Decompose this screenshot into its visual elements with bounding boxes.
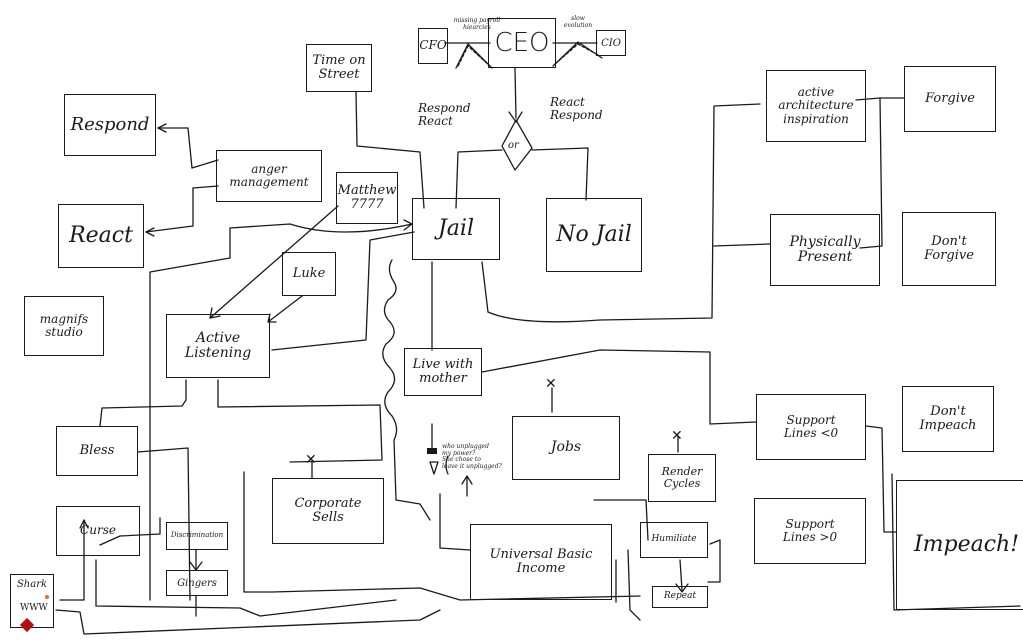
no-jail-label: No Jail <box>556 221 632 247</box>
live-with-mother-node: Live with mother <box>404 348 482 396</box>
power-plug-icon <box>427 423 473 497</box>
shark-label: Shark <box>16 579 48 590</box>
decision-label: or <box>508 140 519 151</box>
active-architecture-inspiration-label: active architecture inspiration <box>778 85 854 126</box>
jobs-x-terminator-icon: ✕ <box>545 376 557 392</box>
active-listening-node: Active Listening <box>166 314 270 378</box>
bless-node: Bless <box>56 426 138 476</box>
cfo-node: CFO <box>418 28 448 64</box>
corporate-sells-node: Corporate Sells <box>272 478 384 544</box>
forgive-node: Forgive <box>904 66 996 132</box>
chain-icon <box>444 41 603 69</box>
ceo-label: CEO <box>494 27 550 58</box>
curse-node: Curse <box>56 506 140 556</box>
luke-label: Luke <box>292 265 326 281</box>
corporate-sells-x-terminator-icon: ✕ <box>305 452 317 468</box>
no-jail-node: No Jail <box>546 198 642 272</box>
repeat-label: Repeat <box>663 591 697 602</box>
curse-label: Curse <box>80 523 116 538</box>
respond-node: Respond <box>64 94 156 156</box>
render-cycles-label: Render Cycles <box>661 464 703 490</box>
active-architecture-inspiration-node: active architecture inspiration <box>766 70 866 142</box>
repeat-node: Repeat <box>652 586 708 608</box>
magnifs-studio-node: magnifs studio <box>24 296 104 356</box>
dont-forgive-node: Don't Forgive <box>902 212 996 286</box>
bless-label: Bless <box>79 442 115 458</box>
matthew-label: Matthew 7777 <box>337 182 397 212</box>
magnifs-studio-label: magnifs studio <box>39 311 89 339</box>
impeach-label: Impeach! <box>913 531 1020 557</box>
cio-label: CIO <box>601 37 621 49</box>
gingers-node: Gingers <box>166 570 228 596</box>
jail-label: Jail <box>437 215 474 241</box>
support-lines-negative-node: Support Lines <0 <box>756 394 866 460</box>
shark-node: Shark <box>10 574 54 628</box>
power-plug-annotation: who unplugged my power? She chose to lea… <box>442 443 502 470</box>
jobs-node: Jobs <box>512 416 620 480</box>
forgive-label: Forgive <box>925 90 975 106</box>
render-cycles-x-terminator-icon: ✕ <box>671 428 683 444</box>
support-lines-positive-label: Support Lines >0 <box>782 516 838 544</box>
shark-eye-icon <box>45 595 49 599</box>
time-on-street-node: Time on Street <box>306 44 372 92</box>
gingers-label: Gingers <box>177 577 217 589</box>
cio-chain-annotation: slow evolution <box>563 15 593 29</box>
cfo-label: CFO <box>419 38 447 53</box>
anger-management-node: anger management <box>216 150 322 202</box>
jobs-label: Jobs <box>550 439 582 456</box>
matthew-node: Matthew 7777 <box>336 172 398 224</box>
live-with-mother-label: Live with mother <box>412 356 474 386</box>
impeach-node: Impeach! <box>896 480 1023 610</box>
humiliate-label: Humiliate <box>651 534 697 545</box>
discrimination-node: Discrimination <box>166 522 228 550</box>
shark-teeth-icon: WWW <box>20 603 48 613</box>
respond-label: Respond <box>70 114 150 136</box>
dont-forgive-label: Don't Forgive <box>924 233 974 263</box>
anger-management-label: anger management <box>229 161 309 189</box>
dont-impeach-label: Don't Impeach <box>919 403 977 433</box>
humiliate-node: Humiliate <box>640 522 708 558</box>
react-node: React <box>58 204 144 268</box>
time-on-street-label: Time on Street <box>312 52 366 82</box>
decision-diamond <box>501 119 533 171</box>
luke-node: Luke <box>282 252 336 296</box>
universal-basic-income-label: Universal Basic Income <box>489 546 593 576</box>
support-lines-positive-node: Support Lines >0 <box>754 498 866 564</box>
physically-present-node: Physically Present <box>770 214 880 286</box>
react-respond-annotation: React Respond <box>550 95 603 123</box>
react-label: React <box>69 222 133 248</box>
jail-node: Jail <box>412 198 500 260</box>
ceo-node: CEO <box>488 18 556 68</box>
physically-present-label: Physically Present <box>789 233 861 265</box>
support-lines-negative-label: Support Lines <0 <box>783 412 839 440</box>
cfo-chain-annotation: missing payroll hiearcies <box>453 17 501 31</box>
discrimination-label: Discrimination <box>170 531 224 540</box>
universal-basic-income-node: Universal Basic Income <box>470 524 612 600</box>
corporate-sells-label: Corporate Sells <box>294 495 362 525</box>
dont-impeach-node: Don't Impeach <box>902 386 994 452</box>
respond-react-annotation: Respond React <box>418 101 471 129</box>
render-cycles-node: Render Cycles <box>648 454 716 502</box>
active-listening-label: Active Listening <box>184 329 252 361</box>
cio-node: CIO <box>596 30 626 56</box>
